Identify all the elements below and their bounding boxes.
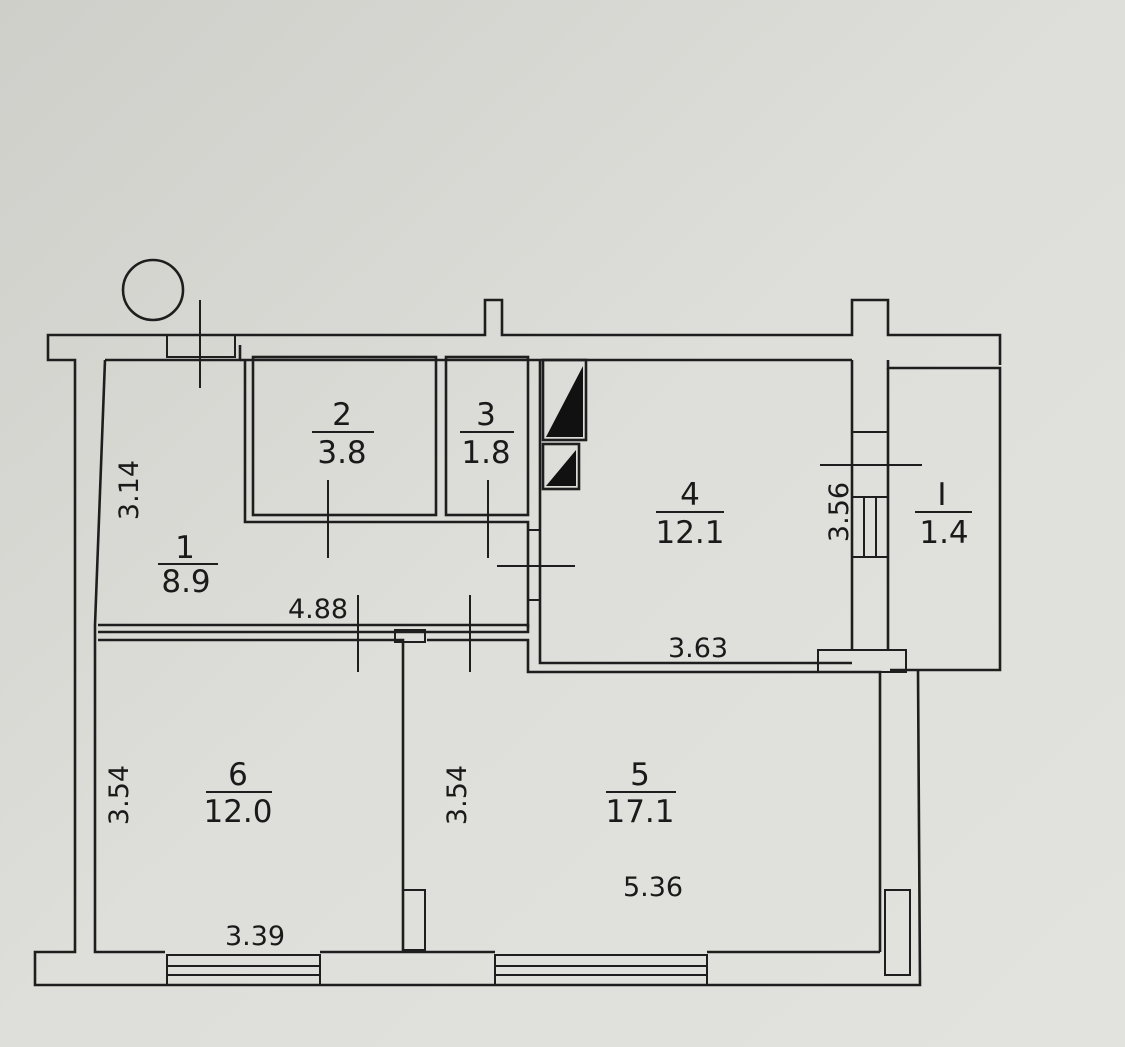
dimension-room6-height: 3.54 bbox=[104, 765, 135, 825]
room-area: 1.4 bbox=[919, 515, 968, 551]
windows bbox=[166, 889, 911, 986]
room-area: 12.0 bbox=[203, 794, 272, 830]
room-4[interactable]: 4 12.1 bbox=[655, 477, 724, 551]
dimension-room5-height: 3.54 bbox=[442, 765, 473, 825]
dimension-room6-width: 3.39 bbox=[225, 921, 285, 952]
room-number: 6 bbox=[228, 757, 248, 793]
ventilation-shafts bbox=[541, 358, 588, 491]
orientation-circle bbox=[121, 258, 185, 322]
room-2[interactable]: 2 3.8 bbox=[312, 397, 374, 471]
dimension-corridor-width: 4.88 bbox=[288, 594, 348, 625]
room-area: 8.9 bbox=[161, 564, 210, 600]
room-1[interactable]: 1 8.9 bbox=[158, 530, 218, 600]
dimension-room4-height: 3.56 bbox=[824, 482, 855, 542]
room-area: 12.1 bbox=[655, 515, 724, 551]
dimension-room5-width: 5.36 bbox=[623, 872, 683, 903]
room-6[interactable]: 6 12.0 bbox=[203, 757, 272, 830]
room-number: 2 bbox=[332, 397, 352, 433]
interior-walls bbox=[98, 300, 922, 952]
balcony-room[interactable]: I 1.4 bbox=[915, 477, 972, 551]
room-number: I bbox=[937, 477, 946, 513]
room-number: 5 bbox=[630, 757, 650, 793]
room-number: 4 bbox=[680, 477, 700, 513]
room-area: 3.8 bbox=[317, 435, 366, 471]
room-area: 17.1 bbox=[605, 794, 674, 830]
room-5[interactable]: 5 17.1 bbox=[605, 757, 676, 830]
room-number: 3 bbox=[476, 397, 496, 433]
room-number: 1 bbox=[175, 530, 195, 566]
outer-walls bbox=[33, 298, 1002, 987]
room-area: 1.8 bbox=[461, 435, 510, 471]
dimension-room1-height: 3.14 bbox=[114, 460, 145, 520]
dimension-room4-width: 3.63 bbox=[668, 633, 728, 664]
room-3[interactable]: 3 1.8 bbox=[460, 397, 514, 471]
